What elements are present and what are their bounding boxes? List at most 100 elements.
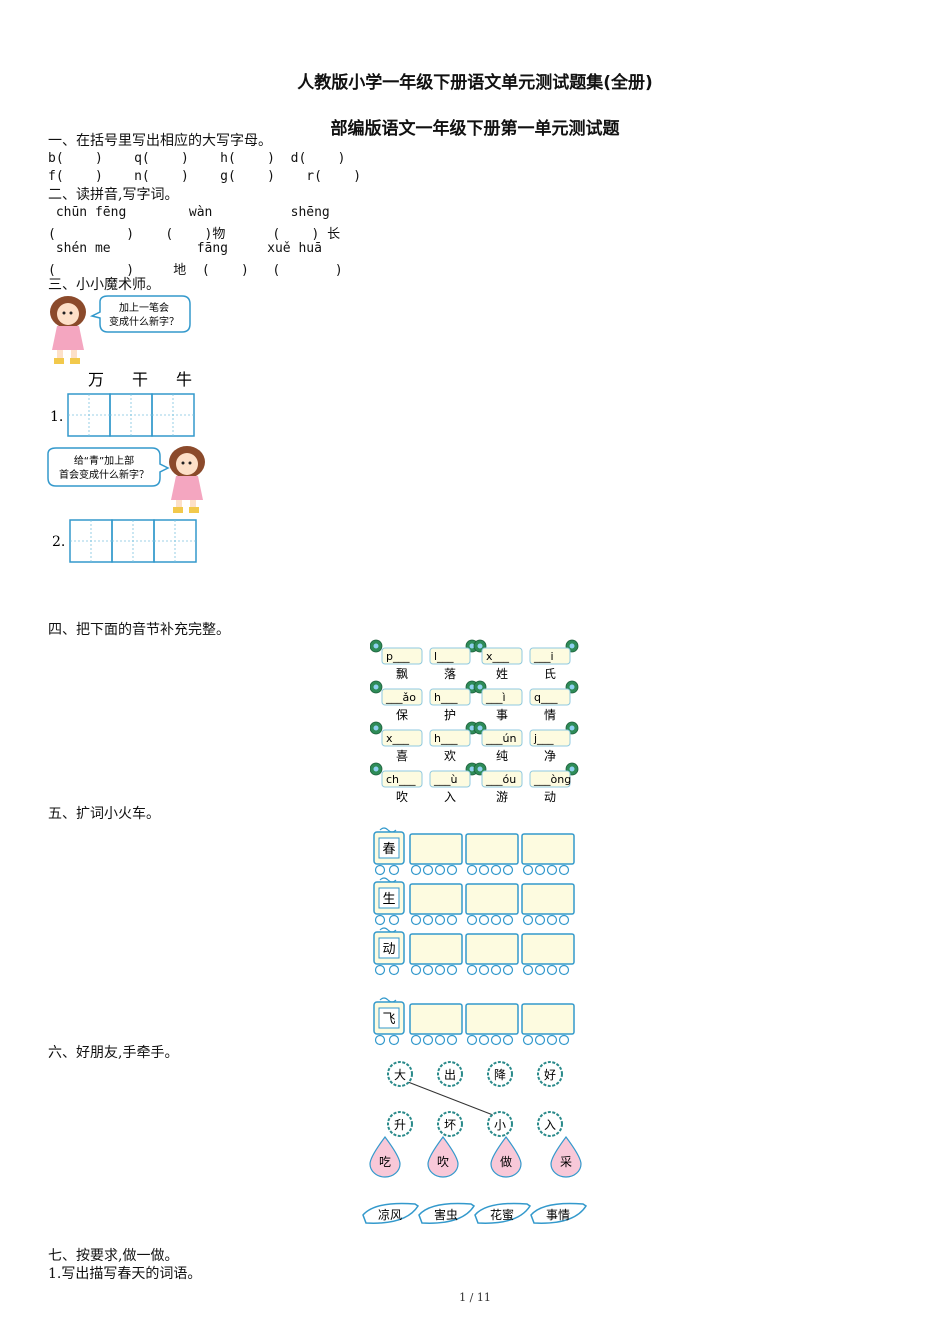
q7-heading: 七、按要求,做一做。	[48, 1248, 179, 1264]
bubble1-line1: 加上一笔会	[119, 301, 169, 314]
train-car-blank[interactable]	[465, 933, 519, 965]
wheel-icon	[434, 864, 446, 876]
q3-heading: 三、小小魔术师。	[48, 277, 160, 293]
syllable-box[interactable]: q___	[529, 688, 571, 706]
match-circle-bottom[interactable]: 坏	[437, 1111, 463, 1137]
wheel-icon	[534, 864, 546, 876]
wheel-icon	[522, 964, 534, 976]
syllable-box[interactable]: ___ǎo	[381, 688, 423, 706]
svg-text:做: 做	[500, 1154, 512, 1169]
wheel-icon	[374, 914, 386, 926]
train-car-blank[interactable]	[465, 883, 519, 915]
wheel-icon	[490, 864, 502, 876]
word-train: 生	[373, 877, 575, 926]
syllable-box[interactable]: ___òng	[529, 770, 571, 788]
train-car-blank[interactable]	[465, 833, 519, 865]
match-circle-top[interactable]: 降	[487, 1061, 513, 1087]
match-circle-top[interactable]: 大	[387, 1061, 413, 1087]
syllable-box[interactable]: ___ì	[481, 688, 523, 706]
water-drop-card[interactable]: 做	[490, 1135, 522, 1178]
syllable-char: 入	[444, 790, 456, 804]
leaf-card[interactable]: 害虫	[418, 1202, 476, 1224]
svg-text:害虫: 害虫	[434, 1207, 458, 1222]
train-car-blank[interactable]	[521, 933, 575, 965]
q4-heading: 四、把下面的音节补充完整。	[48, 622, 230, 638]
wheel-icon	[410, 964, 422, 976]
train-car-blank[interactable]	[409, 933, 463, 965]
wheel-icon	[558, 864, 570, 876]
wheel-icon	[490, 914, 502, 926]
wheel-icon	[374, 964, 386, 976]
wheel-icon	[410, 864, 422, 876]
q1-row1: b( ) q( ) h( ) d( )	[48, 151, 346, 166]
leaf-card[interactable]: 花蜜	[474, 1202, 532, 1224]
syllable-box[interactable]: h___	[429, 688, 471, 706]
train-car-blank[interactable]	[409, 1003, 463, 1035]
water-drop-card[interactable]: 采	[550, 1135, 582, 1178]
flower-icon	[473, 639, 487, 653]
syllable-char: 护	[444, 708, 456, 722]
syllable-box[interactable]: ch___	[381, 770, 423, 788]
syllable-box[interactable]: p___	[381, 647, 423, 665]
train-car-blank[interactable]	[521, 833, 575, 865]
syllable-box[interactable]: x___	[381, 729, 423, 747]
syllable-text: p___	[386, 650, 410, 663]
flower-icon	[370, 762, 383, 776]
wheel-icon	[388, 1034, 400, 1046]
wheel-icon	[422, 964, 434, 976]
q5-heading: 五、扩词小火车。	[48, 806, 160, 822]
syllable-box[interactable]: ___ún	[481, 729, 523, 747]
q6-heading: 六、好朋友,手牵手。	[48, 1045, 179, 1061]
train-car-blank[interactable]	[521, 1003, 575, 1035]
syllable-text: j___	[533, 732, 554, 745]
syllable-row: p___l___x______i飘落姓氏	[370, 639, 579, 681]
writing-grid-2[interactable]	[69, 519, 197, 563]
train-char: 生	[382, 892, 395, 907]
train-car-blank[interactable]	[409, 883, 463, 915]
syllable-char: 喜	[396, 749, 408, 763]
syllable-box[interactable]: l___	[429, 647, 471, 665]
leaf-card[interactable]: 事情	[530, 1202, 588, 1224]
syllable-text: ___òng	[533, 773, 571, 786]
train-car-blank[interactable]	[465, 1003, 519, 1035]
leaf-card[interactable]: 凉风	[362, 1202, 420, 1224]
syllable-box[interactable]: ___i	[529, 647, 571, 665]
match-circle-bottom[interactable]: 入	[537, 1111, 563, 1137]
syllable-char: 游	[496, 790, 508, 804]
syllable-row: ch______ù___óu___òng吹入游动	[370, 762, 579, 804]
water-drop-card[interactable]: 吃	[369, 1135, 401, 1178]
syllable-char: 落	[444, 667, 456, 681]
wheel-icon	[502, 914, 514, 926]
water-drop-card[interactable]: 吹	[427, 1135, 459, 1178]
syllable-char: 飘	[396, 667, 408, 681]
syllable-text: h___	[434, 691, 458, 704]
syllable-text: ___ǎo	[385, 691, 416, 704]
match-circle-bottom[interactable]: 小	[487, 1111, 513, 1137]
syllable-box[interactable]: x___	[481, 647, 523, 665]
flower-icon	[370, 639, 383, 653]
train-char: 动	[382, 942, 395, 957]
syllable-char: 保	[396, 708, 408, 722]
match-circle-top[interactable]: 出	[437, 1061, 463, 1087]
match-circle-bottom[interactable]: 升	[387, 1111, 413, 1137]
match-circle-top[interactable]: 好	[537, 1061, 563, 1087]
syllable-box[interactable]: j___	[529, 729, 571, 747]
wheel-icon	[410, 1034, 422, 1046]
girl-cartoon-icon	[169, 446, 205, 513]
syllable-box[interactable]: ___óu	[481, 770, 523, 788]
match-line	[407, 1081, 494, 1116]
syllable-box[interactable]: ___ù	[429, 770, 471, 788]
q3-char-3: 牛	[176, 370, 192, 389]
svg-text:吃: 吃	[379, 1155, 391, 1169]
wheel-icon	[502, 964, 514, 976]
q3-char-2: 干	[132, 370, 148, 389]
writing-grid-1[interactable]	[67, 393, 195, 437]
wheel-icon	[478, 964, 490, 976]
syllable-box[interactable]: h___	[429, 729, 471, 747]
train-car-blank[interactable]	[521, 883, 575, 915]
wheel-icon	[410, 914, 422, 926]
q2-blank-row1: ( ) ( )物 ( ) 长	[48, 227, 341, 242]
word-train: 飞	[373, 997, 575, 1046]
train-car-blank[interactable]	[409, 833, 463, 865]
wheel-icon	[534, 964, 546, 976]
